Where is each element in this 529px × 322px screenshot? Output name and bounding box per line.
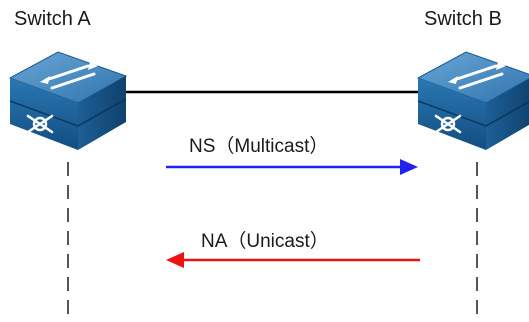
na-arrow-head (166, 252, 184, 268)
ns-arrow-head (400, 159, 418, 175)
ns-message-label: NS（Multicast） (189, 136, 329, 157)
na-message-label: NA（Unicast） (201, 231, 329, 252)
switch-icon (416, 51, 529, 150)
switch-icon (8, 51, 128, 150)
switch-a-label: Switch A (14, 8, 91, 30)
switch-b-label: Switch B (424, 8, 502, 30)
